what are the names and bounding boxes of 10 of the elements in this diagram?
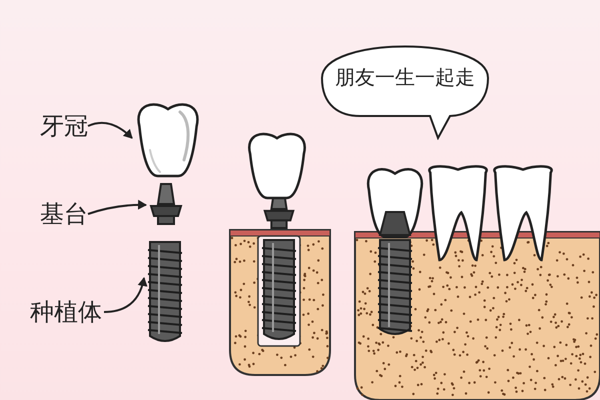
part-label: 基台 — [40, 202, 88, 226]
part-label: 种植体 — [30, 300, 102, 324]
part-label: 牙冠 — [40, 114, 88, 138]
leader-arrow — [88, 200, 147, 215]
leader-arrow — [88, 122, 133, 139]
crown-drawing — [137, 103, 199, 178]
abutment-drawing — [150, 183, 182, 225]
leader-arrow — [104, 277, 148, 313]
implant-drawing — [148, 241, 182, 342]
bubble-text: 朋友一生一起走 — [334, 64, 476, 91]
